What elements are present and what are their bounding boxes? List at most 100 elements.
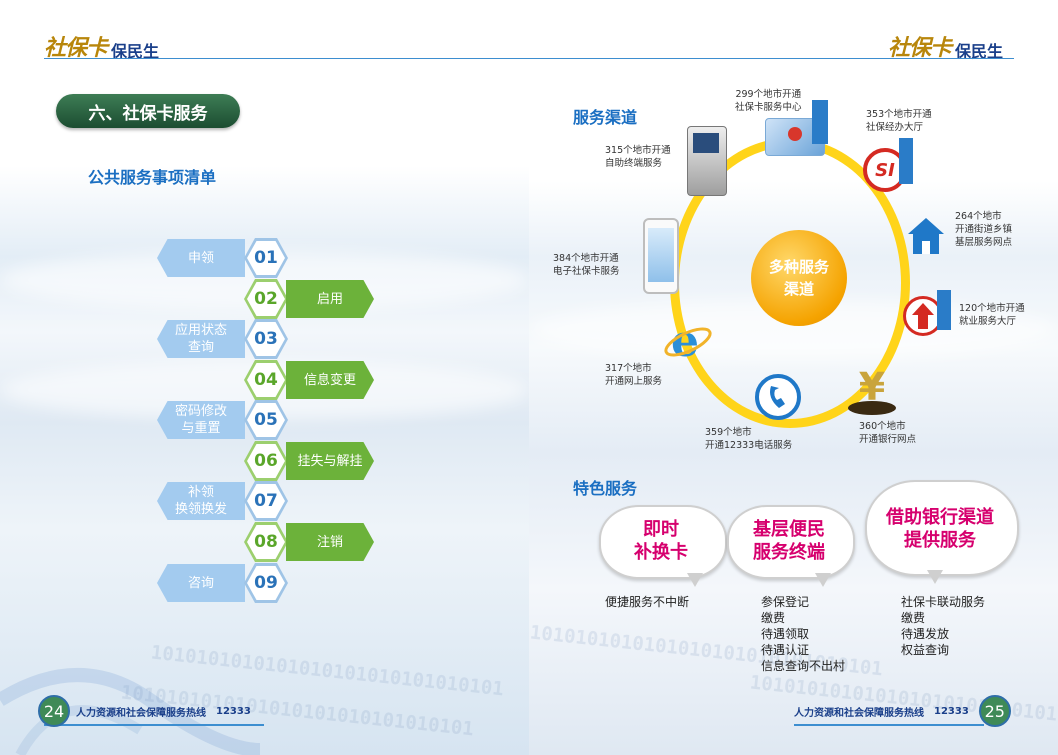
caption-line: 开通网上服务 bbox=[605, 376, 663, 387]
channel-caption: 299个地市开通 社保卡服务中心 bbox=[735, 88, 802, 114]
detail-item: 社保卡联动服务 bbox=[901, 595, 986, 609]
building-icon bbox=[899, 138, 913, 184]
bubble-text: 借助银行渠道 提供服务 bbox=[865, 506, 1015, 552]
detail-item: 缴费 bbox=[901, 611, 926, 625]
channels-title: 服务渠道 bbox=[573, 108, 638, 127]
page-footer: 人力资源和社会保障服务热线 12333 25 bbox=[794, 695, 1011, 727]
detail-item: 信息查询不出村 bbox=[761, 659, 846, 673]
service-number-text: 07 bbox=[247, 484, 285, 518]
bubble-line: 补换卡 bbox=[634, 542, 688, 563]
channel-caption: 384个地市开通 电子社保卡服务 bbox=[553, 252, 620, 278]
detail-item: 待遇认证 bbox=[761, 643, 810, 657]
caption-line: 317个地市 bbox=[605, 363, 652, 374]
header-rule bbox=[529, 58, 1014, 59]
self-service-kiosk-icon bbox=[687, 126, 727, 196]
service-number-text: 05 bbox=[247, 403, 285, 437]
service-item-activate: 启用 bbox=[286, 280, 374, 318]
logo: 社保卡 保民生 bbox=[44, 30, 159, 62]
bubble-line: 提供服务 bbox=[904, 530, 976, 551]
service-item-consult: 咨询 bbox=[157, 564, 245, 602]
bubble-text: 即时 补换卡 bbox=[599, 518, 723, 564]
featured-bubble-terminal: 基层便民 服务终端 bbox=[727, 505, 855, 587]
page-number: 24 bbox=[38, 695, 70, 727]
service-item-label: 应用状态 bbox=[174, 323, 227, 338]
logo-script: 社保卡 bbox=[44, 35, 108, 61]
caption-line: 384个地市开通 bbox=[553, 253, 619, 264]
service-number-07: 07 bbox=[244, 481, 288, 521]
detail-item: 待遇发放 bbox=[901, 627, 950, 641]
caption-line: 开通街道乡镇 bbox=[955, 224, 1013, 235]
bubble-line: 基层便民 bbox=[753, 519, 825, 540]
featured-details-bank: 社保卡联动服务 缴费 待遇发放 权益查询 bbox=[901, 594, 985, 658]
caption-line: 就业服务大厅 bbox=[959, 316, 1017, 327]
building-icon bbox=[812, 100, 828, 144]
bubble-line: 即时 bbox=[643, 519, 679, 540]
channel-caption: 353个地市开通 社保经办大厅 bbox=[866, 108, 932, 134]
service-number-text: 08 bbox=[247, 525, 285, 559]
detail-item: 便捷服务不中断 bbox=[605, 595, 690, 609]
caption-line: 社保经办大厅 bbox=[866, 122, 924, 133]
logo-text: 保民生 bbox=[111, 42, 160, 61]
caption-line: 开通银行网点 bbox=[859, 434, 917, 445]
featured-bubble-instant-card: 即时 补换卡 bbox=[599, 505, 727, 587]
hotline-text: 人力资源和社会保障服务热线 bbox=[794, 707, 924, 719]
bubble-text: 基层便民 服务终端 bbox=[727, 518, 851, 564]
house-icon bbox=[906, 216, 946, 256]
header-rule bbox=[44, 58, 529, 59]
service-item-label: 补领 bbox=[187, 485, 214, 500]
detail-item: 缴费 bbox=[761, 611, 786, 625]
footer-rule bbox=[44, 724, 264, 726]
service-item-label: 换领换发 bbox=[174, 502, 227, 517]
service-number-text: 06 bbox=[247, 444, 285, 478]
caption-line: 自助终端服务 bbox=[605, 158, 663, 169]
center-label: 多种服务 bbox=[768, 258, 829, 276]
service-number-text: 09 bbox=[247, 566, 285, 600]
caption-line: 299个地市开通 bbox=[735, 89, 802, 100]
mobile-phone-icon bbox=[643, 218, 679, 294]
service-item-label: 注销 bbox=[316, 534, 343, 550]
hotline-text: 人力资源和社会保障服务热线 bbox=[76, 707, 206, 719]
service-number-text: 04 bbox=[247, 363, 285, 397]
caption-line: 120个地市开通 bbox=[959, 303, 1025, 314]
caption-line: 基层服务网点 bbox=[955, 237, 1013, 248]
caption-line: 353个地市开通 bbox=[866, 109, 932, 120]
bubble-tail bbox=[687, 573, 703, 587]
bubble-line: 借助银行渠道 bbox=[886, 507, 994, 528]
service-number-08: 08 bbox=[244, 522, 288, 562]
si-logo-text: SI bbox=[875, 159, 895, 181]
service-number-text: 01 bbox=[247, 241, 285, 275]
detail-item: 参保登记 bbox=[761, 595, 810, 609]
service-number-03: 03 bbox=[244, 319, 288, 359]
caption-line: 315个地市开通 bbox=[605, 145, 671, 156]
logo-text: 保民生 bbox=[955, 42, 1004, 61]
service-item-apply: 申领 bbox=[157, 239, 245, 277]
featured-title: 特色服务 bbox=[573, 479, 638, 498]
service-item-info-change: 信息变更 bbox=[286, 361, 374, 399]
featured-bubble-bank: 借助银行渠道 提供服务 bbox=[865, 480, 1019, 584]
bubble-tail bbox=[927, 570, 943, 584]
service-item-label: 密码修改 bbox=[174, 404, 227, 419]
service-item-label: 挂失与解挂 bbox=[297, 453, 363, 469]
service-number-09: 09 bbox=[244, 563, 288, 603]
svg-text:¥: ¥ bbox=[859, 365, 885, 409]
bubble-body bbox=[865, 480, 1019, 576]
service-item-reissue: 补领换领换发 bbox=[157, 482, 245, 520]
hotline-number: 12333 bbox=[934, 705, 969, 717]
service-item-label: 查询 bbox=[187, 340, 214, 355]
caption-line: 开通12333电话服务 bbox=[705, 440, 793, 451]
channel-caption: 359个地市 开通12333电话服务 bbox=[705, 426, 792, 452]
caption-line: 360个地市 bbox=[859, 421, 906, 432]
logo: 社保卡 保民生 bbox=[888, 30, 1003, 62]
service-item-label: 信息变更 bbox=[303, 372, 356, 388]
featured-details-instant-card: 便捷服务不中断 bbox=[605, 594, 689, 610]
logo-script: 社保卡 bbox=[888, 35, 952, 61]
phone-icon bbox=[755, 374, 801, 420]
bubble-body bbox=[727, 505, 855, 579]
caption-line: 359个地市 bbox=[705, 427, 752, 438]
right-page: 1010101010101010101010101010101 10101010… bbox=[529, 0, 1058, 755]
service-item-label: 咨询 bbox=[187, 575, 214, 591]
internet-explorer-icon: e bbox=[663, 316, 713, 367]
detail-item: 待遇领取 bbox=[761, 627, 810, 641]
service-item-label: 与重置 bbox=[181, 421, 221, 436]
service-list-title: 公共服务事项清单 bbox=[88, 168, 217, 187]
